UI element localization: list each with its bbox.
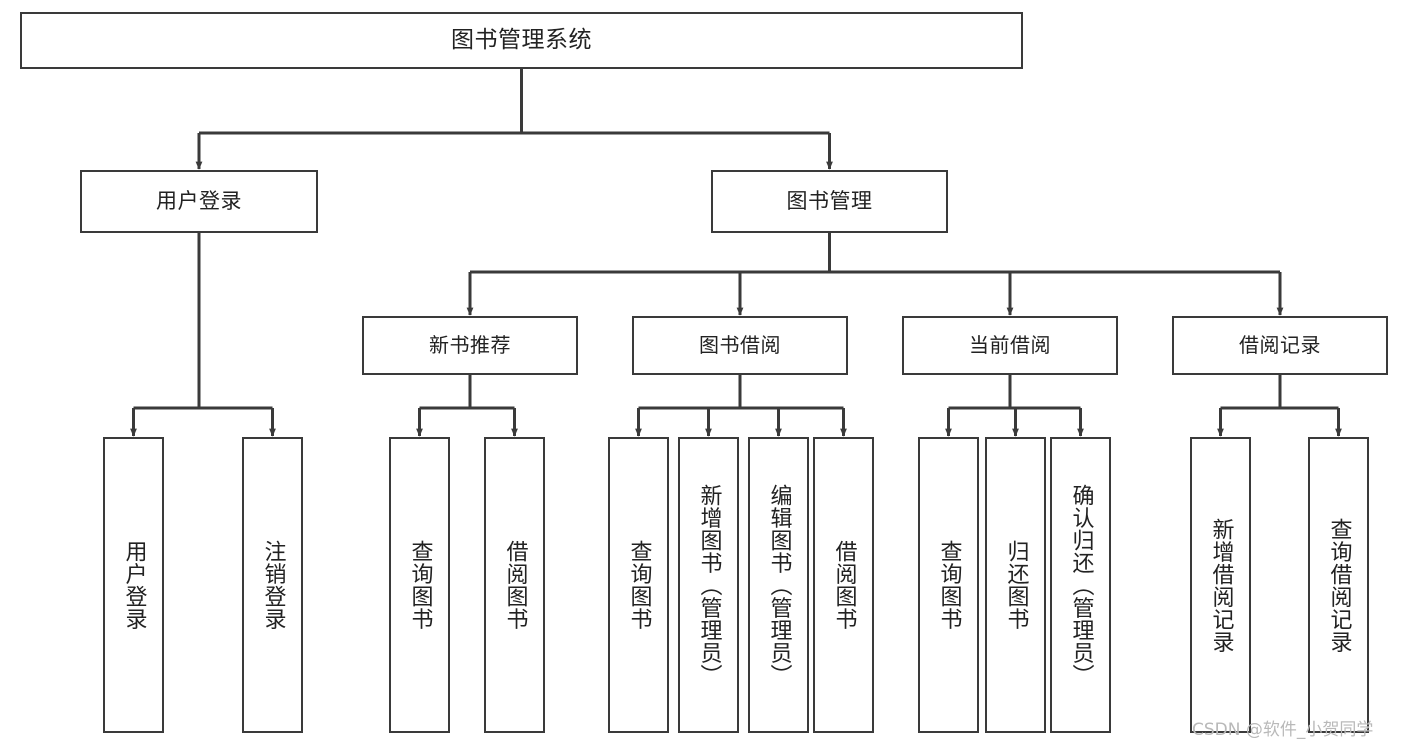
node-leaf-5[interactable]: 查询图书: [608, 437, 669, 733]
node-label: 当前借阅: [969, 332, 1051, 357]
node-leaf-12[interactable]: 新增借阅记录: [1190, 437, 1251, 733]
node-label: 查询图书: [936, 540, 962, 630]
node-leaf-7[interactable]: 编辑图书（管理员）: [748, 437, 809, 733]
node-leaf-2[interactable]: 注销登录: [242, 437, 303, 733]
node-leaf-1[interactable]: 用户登录: [103, 437, 164, 733]
node-label: 查询借阅记录: [1326, 517, 1352, 653]
node-root[interactable]: 图书管理系统: [20, 12, 1023, 69]
node-label: 新增图书（管理员）: [696, 483, 722, 687]
node-label: 注销登录: [260, 540, 286, 630]
node-leaf-9[interactable]: 查询图书: [918, 437, 979, 733]
node-leaf-10[interactable]: 归还图书: [985, 437, 1046, 733]
node-label: 确认归还（管理员）: [1068, 483, 1094, 687]
node-label: 借阅图书: [831, 540, 857, 630]
node-records[interactable]: 借阅记录: [1172, 316, 1388, 375]
node-current[interactable]: 当前借阅: [902, 316, 1118, 375]
node-borrow[interactable]: 图书借阅: [632, 316, 848, 375]
node-label: 查询图书: [407, 540, 433, 630]
node-label: 借阅图书: [502, 540, 528, 630]
connector-lines: [130, 69, 1342, 437]
node-label: 用户登录: [121, 540, 147, 630]
node-leaf-4[interactable]: 借阅图书: [484, 437, 545, 733]
node-label: 用户登录: [156, 189, 242, 214]
node-leaf-3[interactable]: 查询图书: [389, 437, 450, 733]
node-label: 新书推荐: [429, 332, 511, 357]
node-label: 编辑图书（管理员）: [766, 483, 792, 687]
node-leaf-11[interactable]: 确认归还（管理员）: [1050, 437, 1111, 733]
node-bookmgmt[interactable]: 图书管理: [711, 170, 948, 233]
node-label: 借阅记录: [1239, 332, 1321, 357]
watermark: CSDN @软件_小贺同学: [1192, 720, 1374, 740]
node-label: 图书借阅: [699, 332, 781, 357]
node-leaf-13[interactable]: 查询借阅记录: [1308, 437, 1369, 733]
node-leaf-6[interactable]: 新增图书（管理员）: [678, 437, 739, 733]
node-label: 新增借阅记录: [1208, 517, 1234, 653]
node-label: 归还图书: [1003, 540, 1029, 630]
node-label: 查询图书: [626, 540, 652, 630]
node-label: 图书管理: [786, 189, 873, 214]
node-label: 图书管理系统: [451, 26, 592, 53]
node-login[interactable]: 用户登录: [80, 170, 318, 233]
node-newbooks[interactable]: 新书推荐: [362, 316, 578, 375]
node-leaf-8[interactable]: 借阅图书: [813, 437, 874, 733]
